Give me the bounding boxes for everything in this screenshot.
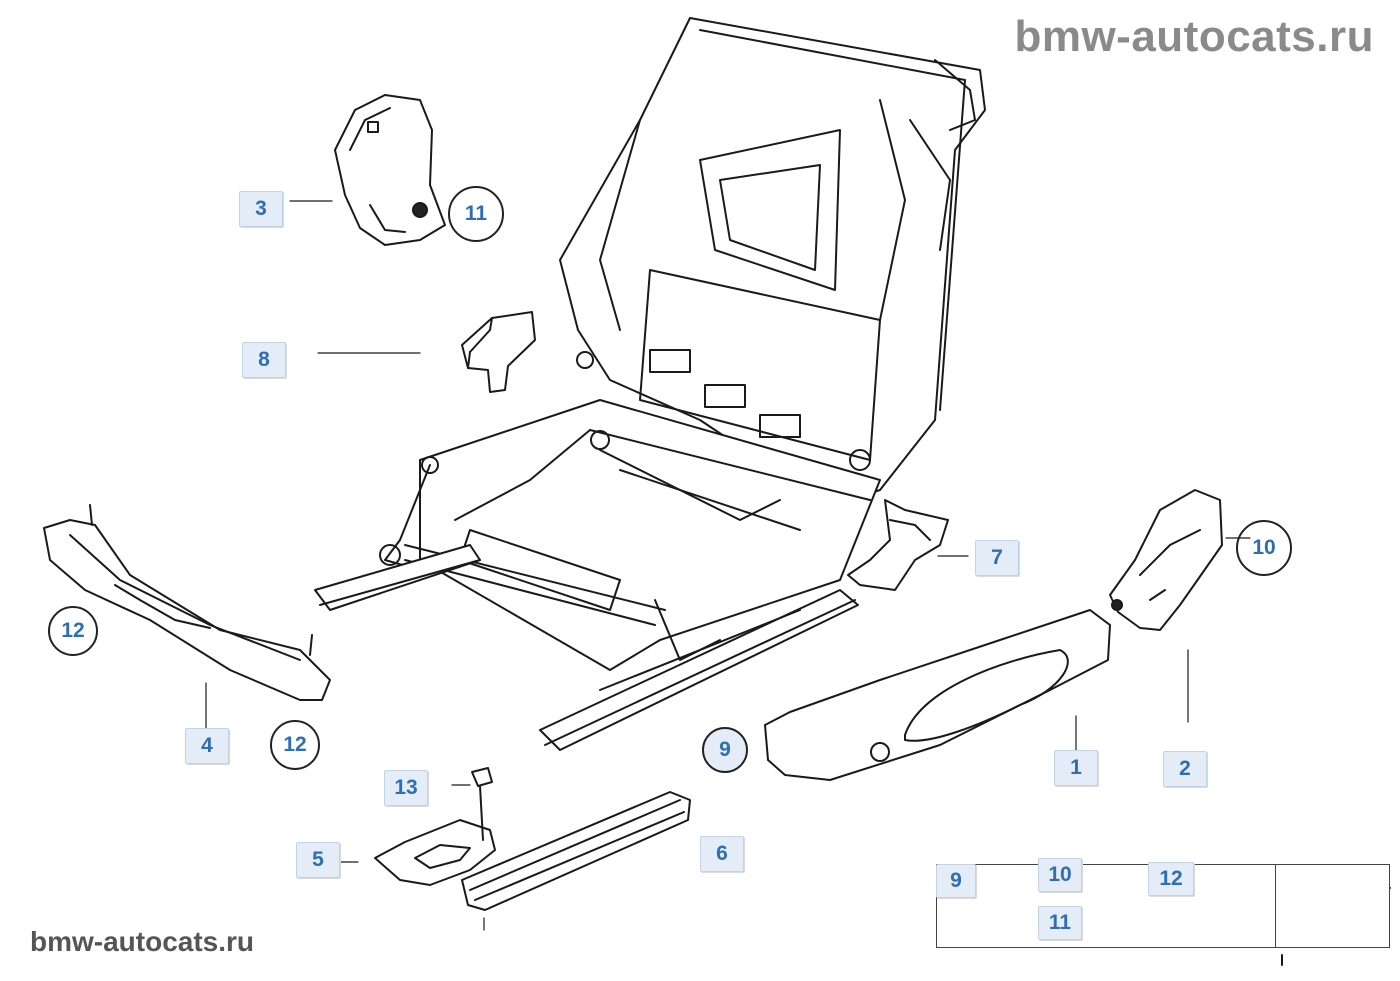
part-8-bracket	[461, 311, 536, 393]
watermark-bottom: bmw-autocats.ru	[30, 926, 255, 957]
legend-panel-right	[1275, 864, 1390, 948]
part-7-bracket	[847, 499, 949, 591]
callout-part-8[interactable]: 8	[242, 342, 286, 378]
callout-part-10[interactable]: 10	[1236, 520, 1292, 576]
callout-part-6[interactable]: 6	[700, 836, 744, 872]
part-10-cover	[1109, 489, 1223, 631]
legend-label-11[interactable]: 11	[1038, 906, 1082, 940]
callout-part-7[interactable]: 7	[975, 540, 1019, 576]
legend-panel	[936, 864, 1276, 948]
part-1-right-trim	[764, 609, 1111, 781]
legend-label-12[interactable]: 12	[1148, 862, 1194, 896]
watermark-top: bmw-autocats.ru	[1014, 12, 1374, 61]
part-13-bolt	[471, 767, 493, 841]
seat-backrest-frame	[559, 17, 986, 511]
seat-rails	[314, 544, 859, 751]
callout-part-4[interactable]: 4	[185, 728, 229, 764]
part-3-trim-cover	[334, 94, 446, 246]
callout-part-11[interactable]: 11	[448, 186, 504, 242]
part-6-rail-cover	[461, 791, 691, 911]
legend-label-10[interactable]: 10	[1038, 858, 1082, 892]
part-4-left-trim	[43, 504, 331, 701]
callout-part-13[interactable]: 13	[384, 770, 428, 806]
callout-part-1[interactable]: 1	[1054, 750, 1098, 786]
callout-part-9[interactable]: 9	[702, 727, 748, 773]
seat-base-frame	[379, 399, 881, 671]
callout-part-5[interactable]: 5	[296, 842, 340, 878]
callout-part-2[interactable]: 2	[1163, 751, 1207, 787]
callout-part-12-mid[interactable]: 12	[270, 720, 320, 770]
part-5-bracket	[374, 819, 496, 886]
callout-part-3[interactable]: 3	[239, 191, 283, 227]
callout-part-12-left[interactable]: 12	[48, 606, 98, 656]
legend-label-9[interactable]: 9	[936, 864, 976, 898]
